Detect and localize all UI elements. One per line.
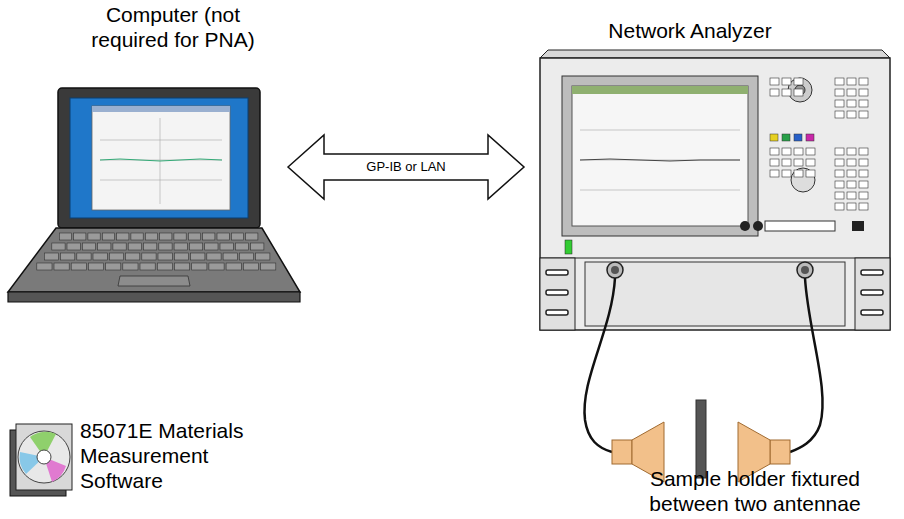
link-label: GP-IB or LAN bbox=[364, 159, 447, 175]
sample-holder bbox=[696, 400, 706, 478]
double-arrow bbox=[288, 135, 524, 199]
software-cd-icon bbox=[10, 424, 72, 496]
sample-label: Sample holder fixtured between two anten… bbox=[610, 466, 900, 516]
analyzer-node: Network Analyzer bbox=[528, 18, 852, 330]
computer-node: Computer (not required for PNA) bbox=[62, 2, 284, 302]
node-heading: Network Analyzer bbox=[540, 18, 840, 43]
laptop bbox=[8, 88, 300, 302]
node-heading: Computer (not required for PNA) bbox=[68, 2, 278, 52]
network-analyzer bbox=[540, 50, 890, 330]
software-label: 85071E Materials Measurement Software bbox=[80, 418, 290, 493]
